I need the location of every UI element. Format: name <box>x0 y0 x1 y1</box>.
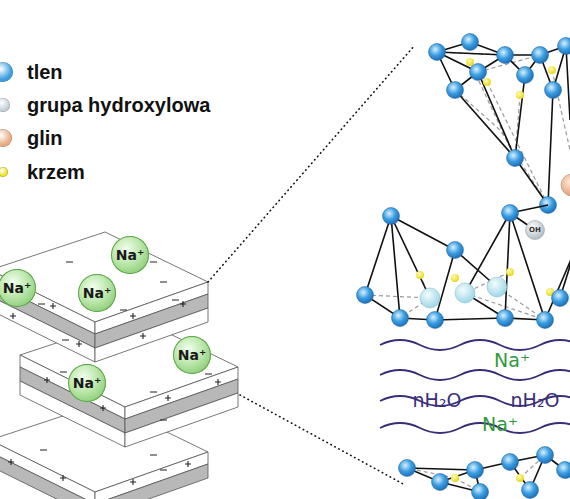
legend-swatch <box>0 129 12 147</box>
tetrahedral-bonds <box>365 205 570 320</box>
legend-swatch <box>0 62 13 82</box>
legend-text: krzem <box>27 160 85 184</box>
octahedral-dashed-bonds <box>437 52 570 205</box>
hydroxyl-label: OH <box>529 226 541 234</box>
silicon-atoms <box>451 474 524 482</box>
oxygen-atoms <box>429 34 570 214</box>
ion-text: Na⁺ <box>73 375 102 391</box>
hydroxyl-atom <box>526 221 545 240</box>
silicon-atoms <box>466 58 556 99</box>
oxygen-atoms <box>399 447 570 499</box>
zoom-leader-line <box>240 395 405 485</box>
ion-text: Na⁺ <box>116 247 145 263</box>
ion-text: Na⁺ <box>83 285 112 301</box>
legend-swatch <box>0 167 8 177</box>
interlayer-water-waves <box>380 340 570 433</box>
water-label: nH₂O <box>511 389 560 411</box>
ion-label: Na⁺ <box>482 413 518 435</box>
legend-text: grupa hydroxylowa <box>27 93 210 117</box>
legend-swatch <box>0 98 10 112</box>
legend-text: glin <box>27 126 63 150</box>
zoom-leader-line <box>208 45 415 282</box>
sodium-ion: Na⁺ <box>111 236 149 274</box>
tetrahedral-bonds <box>437 42 570 205</box>
oxygen-atoms <box>357 205 569 329</box>
ion-label: Na⁺ <box>494 349 530 371</box>
aluminium-atom <box>561 174 570 196</box>
positive-charge-symbols <box>8 285 221 485</box>
pale-oxygen-atoms <box>420 277 507 308</box>
sodium-ion: Na⁺ <box>78 274 116 312</box>
ion-text: Na⁺ <box>3 280 32 296</box>
water-label: nH₂O <box>413 389 462 411</box>
sodium-ion: Na⁺ <box>68 364 106 402</box>
sodium-ion: Na⁺ <box>173 336 211 374</box>
legend-text: tlen <box>27 60 63 84</box>
negative-charge-symbols <box>38 262 212 470</box>
ion-text: Na⁺ <box>178 347 207 363</box>
